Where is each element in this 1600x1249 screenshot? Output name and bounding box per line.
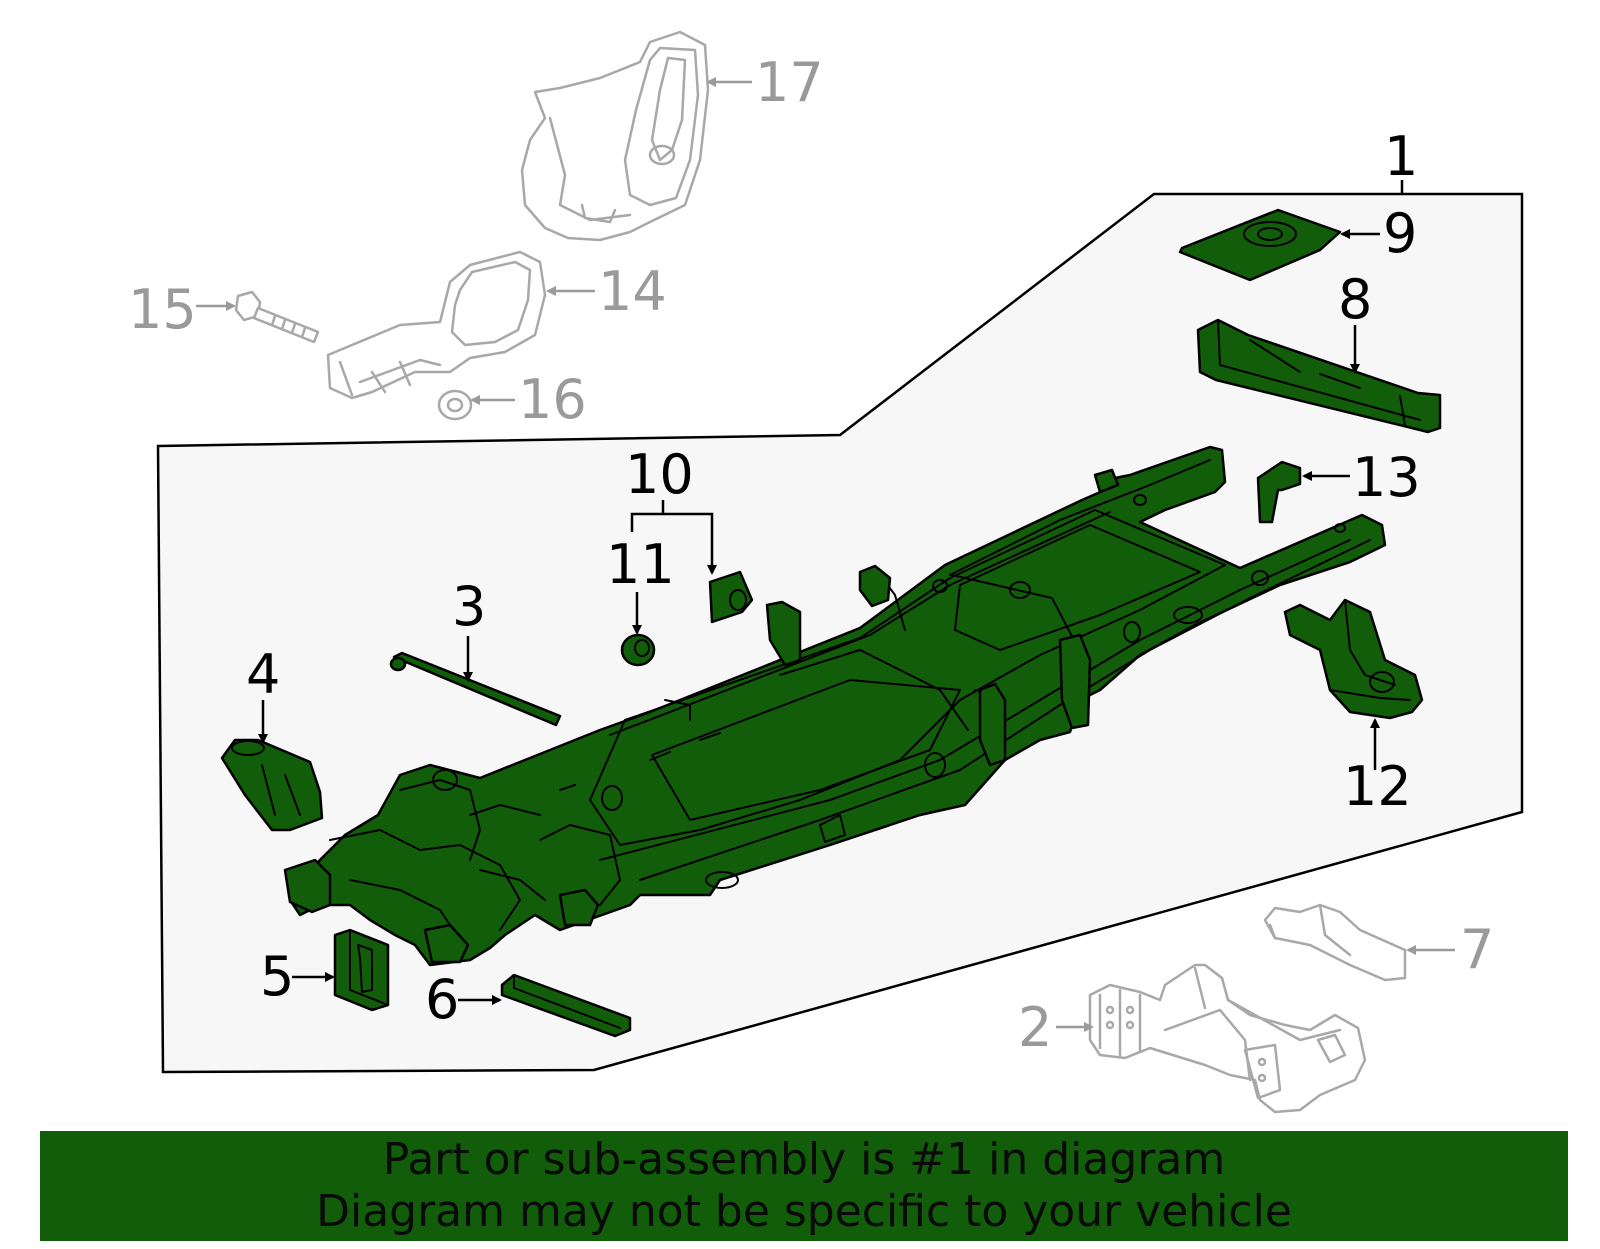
part-6-shape xyxy=(500,973,632,1038)
part-5-shape xyxy=(333,928,390,1012)
part-15-shape xyxy=(234,290,320,344)
callout-15: 15 xyxy=(128,278,197,341)
part-12-shape xyxy=(1283,598,1424,720)
part-16-shape xyxy=(437,389,473,421)
callout-9: 9 xyxy=(1383,202,1417,265)
banner-line-1: Part or sub-assembly is #1 in diagram xyxy=(382,1134,1226,1185)
callout-16: 16 xyxy=(518,368,587,431)
callout-5: 5 xyxy=(260,945,294,1008)
callout-13: 13 xyxy=(1352,446,1421,509)
part-14-shape xyxy=(326,250,547,400)
part-9-shape xyxy=(1178,208,1342,282)
callout-3: 3 xyxy=(452,575,486,638)
callout-10-bracket xyxy=(630,512,717,575)
part-10-shape xyxy=(708,570,754,624)
callout-8: 8 xyxy=(1338,268,1372,331)
callout-11: 11 xyxy=(606,533,675,596)
callout-4: 4 xyxy=(246,643,280,706)
part-1-frame-shape xyxy=(283,445,1387,967)
part-3-shape xyxy=(389,651,562,727)
part-4-shape xyxy=(220,738,324,832)
callout-2: 2 xyxy=(1018,996,1052,1059)
part-11-shape xyxy=(620,633,656,667)
callout-10: 10 xyxy=(625,443,694,506)
banner-line-2: Diagram may not be specific to your vehi… xyxy=(316,1186,1292,1237)
part-17-shape xyxy=(520,30,710,242)
callout-7: 7 xyxy=(1460,918,1494,981)
part-8-shape xyxy=(1196,318,1442,434)
callout-17: 17 xyxy=(755,51,824,114)
part-7-shape xyxy=(1263,903,1407,982)
callout-1: 1 xyxy=(1384,125,1418,188)
callout-14: 14 xyxy=(598,260,667,323)
part-13-shape xyxy=(1256,460,1302,524)
callout-12: 12 xyxy=(1343,755,1412,818)
callout-6: 6 xyxy=(425,968,459,1031)
info-banner: Part or sub-assembly is #1 in diagram Di… xyxy=(40,1131,1568,1241)
part-2-shape xyxy=(1088,963,1367,1114)
